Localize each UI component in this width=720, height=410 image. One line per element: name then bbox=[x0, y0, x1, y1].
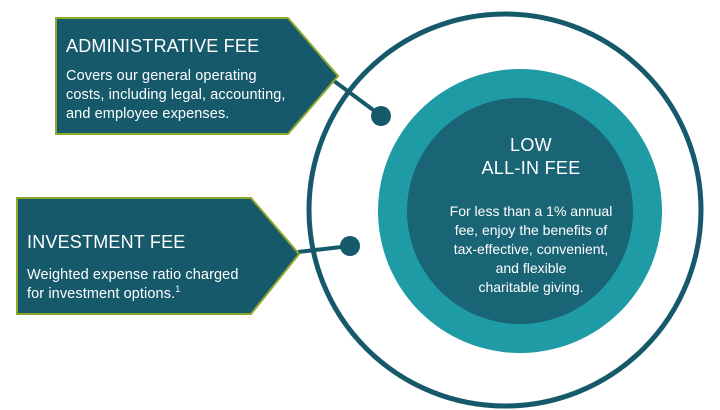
admin-fee-title: ADMINISTRATIVE FEE bbox=[66, 36, 260, 56]
investment-fee-description: Weighted expense ratio charged for inves… bbox=[27, 266, 297, 304]
investment-fee-text: INVESTMENT FEE Weighted expense ratio ch… bbox=[27, 231, 297, 304]
investment-fee-title: INVESTMENT FEE bbox=[27, 232, 186, 252]
investment-fee-callout bbox=[16, 197, 301, 315]
center-description: For less than a 1% annual fee, enjoy the… bbox=[426, 202, 636, 297]
outer-ring-outline bbox=[306, 11, 704, 409]
inner-circle bbox=[407, 98, 633, 324]
center-text: LOW ALL-IN FEE For less than a 1% annual… bbox=[426, 134, 636, 297]
admin-fee-description: Covers our general operating costs, incl… bbox=[66, 67, 336, 124]
admin-fee-line-1: Covers our general operating bbox=[66, 68, 257, 84]
admin-fee-line-3: and employee expenses. bbox=[66, 106, 230, 122]
center-line-5: charitable giving. bbox=[478, 279, 584, 295]
center-line-3: tax-effective, convenient, bbox=[453, 241, 609, 257]
investment-fee-line-2-wrap: for investment options.1 bbox=[27, 285, 297, 304]
center-line-2: fee, enjoy the benefits of bbox=[454, 222, 608, 238]
center-title-line-2: ALL-IN FEE bbox=[481, 158, 581, 178]
center-title: LOW ALL-IN FEE bbox=[426, 134, 636, 180]
investment-fee-line-2: for investment options. bbox=[27, 286, 176, 302]
admin-connector-dot bbox=[371, 106, 391, 126]
admin-connector-line bbox=[328, 76, 382, 117]
admin-fee-text: ADMINISTRATIVE FEE Covers our general op… bbox=[66, 35, 336, 124]
center-line-4: and flexible bbox=[495, 260, 567, 276]
footnote-marker: 1 bbox=[175, 284, 181, 295]
investment-fee-line-1: Weighted expense ratio charged bbox=[27, 267, 239, 283]
admin-fee-callout bbox=[55, 17, 340, 135]
invest-connector-dot bbox=[340, 236, 360, 256]
admin-fee-line-2: costs, including legal, accounting, bbox=[66, 87, 286, 103]
center-title-line-1: LOW bbox=[510, 135, 552, 155]
center-line-1: For less than a 1% annual bbox=[449, 203, 613, 219]
